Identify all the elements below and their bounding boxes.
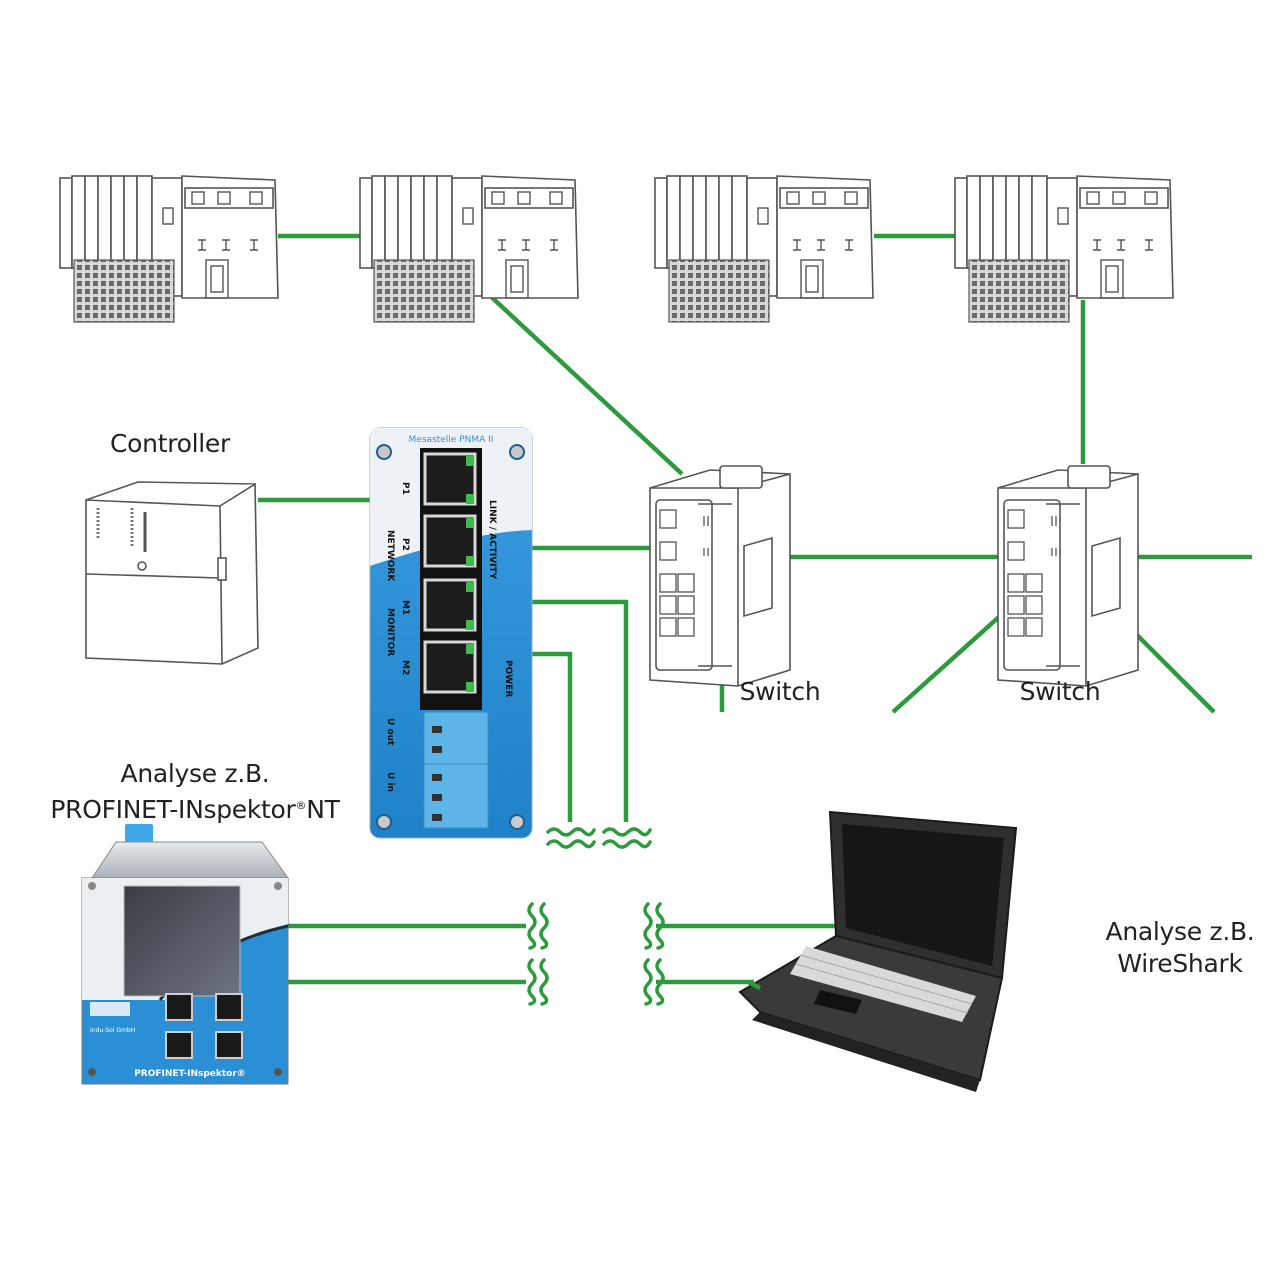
wireshark-caption-line1: Analyse z.B. — [1105, 917, 1255, 946]
tap-label-p1: P1 — [400, 482, 410, 495]
screw-icon — [509, 814, 525, 830]
network-tap-device[interactable]: Mesastelle PNMA II NETWORK P1 P2 MONITOR… — [369, 427, 533, 839]
inspektor-logo-icon — [90, 1002, 130, 1016]
cable-break-icon — [527, 958, 549, 1006]
cable-break-icon — [527, 902, 549, 950]
inspektor-port[interactable] — [215, 1031, 243, 1059]
inspektor-screen — [123, 885, 241, 997]
tap-label-power: POWER — [503, 660, 513, 697]
tap-label-u-out: U out — [385, 718, 395, 746]
inspektor-brand: Indu-Sol GmbH — [90, 1027, 135, 1034]
cable-breaks — [527, 827, 665, 1006]
io-stations — [59, 175, 1174, 323]
inspektor-port[interactable] — [165, 993, 193, 1021]
tap-label-p2: P2 — [400, 538, 410, 551]
tap-label-monitor: MONITOR — [385, 608, 395, 656]
profinet-inspektor-device[interactable]: Indu-Sol GmbH PROFINET-INspektor® — [81, 824, 289, 1085]
switch-right-icon[interactable] — [997, 465, 1139, 687]
tap-brand: Mesastelle PNMA II — [409, 435, 494, 445]
laptop-device[interactable] — [738, 810, 1018, 1092]
io-station-icon[interactable] — [59, 175, 279, 323]
cable-break-icon — [602, 827, 652, 849]
screw-icon — [509, 444, 525, 460]
terminal-u-out — [423, 711, 489, 765]
inspektor-caption-line2: PROFINET-INspektor®NT — [40, 790, 350, 826]
inspektor-caption-line1: Analyse z.B. — [120, 759, 270, 788]
inspektor-port[interactable] — [215, 993, 243, 1021]
cable-break-icon — [643, 902, 665, 950]
io-station-icon[interactable] — [954, 175, 1174, 323]
tap-label-network: NETWORK — [385, 530, 395, 582]
tap-label-m2: M2 — [400, 660, 410, 675]
wireshark-caption: Analyse z.B. WireShark — [1090, 916, 1270, 980]
tap-label-m1: M1 — [400, 600, 410, 615]
tap-label-u-in: U in — [385, 772, 395, 792]
io-station-icon[interactable] — [359, 175, 579, 323]
inspektor-port[interactable] — [165, 1031, 193, 1059]
controller-label: Controller — [110, 429, 230, 458]
inspektor-caption: Analyse z.B. PROFINET-INspektor®NT — [40, 758, 350, 826]
switch-left-label: Switch — [739, 677, 821, 706]
inspektor-front-label: PROFINET-INspektor® — [134, 1069, 246, 1079]
registered-mark: ® — [295, 799, 307, 812]
inspektor-caption-product: PROFINET-INspektor — [50, 795, 296, 824]
controller-device[interactable] — [85, 481, 259, 665]
cable-break-icon — [546, 827, 596, 849]
link-laptop-2-stub — [746, 979, 762, 991]
screw-icon — [376, 814, 392, 830]
tap-label-link-activity: LINK / ACTIVITY — [487, 500, 497, 580]
cable-break-icon — [643, 958, 665, 1006]
link-switch-right-downright — [1134, 632, 1216, 714]
inspektor-caption-suffix: NT — [306, 795, 340, 824]
tap-leds — [466, 456, 474, 692]
screw-icon — [376, 444, 392, 460]
switch-right-label: Switch — [1019, 677, 1101, 706]
link-io2-switch-left — [484, 290, 684, 476]
link-switch-right-downleft — [891, 614, 1002, 714]
io-station-icon[interactable] — [654, 175, 874, 323]
wireshark-caption-line2: WireShark — [1117, 949, 1243, 978]
switch-left-icon[interactable] — [649, 465, 791, 687]
